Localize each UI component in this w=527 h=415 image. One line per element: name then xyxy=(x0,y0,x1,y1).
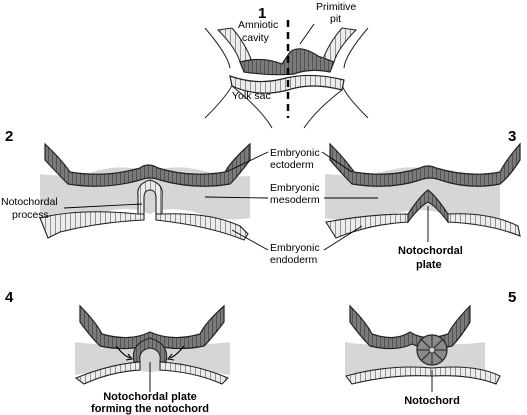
panel-1-number: 1 xyxy=(258,5,266,22)
label-notochordal-process-2: process xyxy=(12,209,49,221)
label-primitive-pit-2: pit xyxy=(330,13,341,25)
label-mesoderm-1: Embryonic xyxy=(270,182,320,194)
leader-endoderm-right xyxy=(323,225,363,251)
panel-1-outer-left-bottom xyxy=(204,84,233,119)
label-forming-2: forming the notochord xyxy=(91,403,209,415)
leader-ectoderm-left xyxy=(225,151,269,173)
panel-3-number: 3 xyxy=(508,128,516,145)
panel-1-outer-left-top xyxy=(204,27,231,69)
panel-3-endoderm-right xyxy=(447,213,521,237)
panel-1-outer-right-bottom xyxy=(341,84,369,119)
panel-5-notochord-center xyxy=(428,346,436,354)
panel-2-number: 2 xyxy=(5,128,13,145)
label-endoderm-2: endoderm xyxy=(270,254,318,266)
label-endoderm-1: Embryonic xyxy=(270,242,320,254)
label-notochordal-plate-1: Notochordal xyxy=(398,245,463,257)
label-ectoderm-1: Embryonic xyxy=(270,147,320,159)
panel-5-ectoderm xyxy=(349,304,471,350)
leader-primitive-pit xyxy=(299,23,315,45)
label-yolk-sac: Yolk sac xyxy=(232,90,271,102)
panel-4-arrow-right xyxy=(169,345,185,359)
panel-4: 4 Notochordal plate forming the notochor… xyxy=(5,289,230,415)
panel-4-number: 4 xyxy=(5,289,14,306)
leader-endoderm-left xyxy=(231,229,269,251)
label-amniotic-cavity-1: Amniotic xyxy=(238,19,278,31)
panel-2-endoderm-left xyxy=(39,211,145,239)
panel-1-amnion-right xyxy=(321,27,358,63)
label-notochordal-plate-2: plate xyxy=(416,259,442,271)
panel-3-ectoderm xyxy=(329,142,521,187)
label-ectoderm-2: ectoderm xyxy=(270,159,314,171)
panel-5: 5 Notochord xyxy=(345,289,516,407)
panel-4-arrow-left xyxy=(115,345,131,359)
panel-5-number: 5 xyxy=(508,289,516,306)
panel-1: 1 Amniotic cavity Primitive pit Yolk sac xyxy=(204,1,369,129)
panel-1-yolk-left-inner xyxy=(231,85,273,129)
label-amniotic-cavity-2: cavity xyxy=(242,32,270,44)
panel-2-endoderm-right xyxy=(155,213,249,241)
leader-notochordal-process xyxy=(63,203,143,209)
shared-germ-layer-labels: Embryonic ectoderm Embryonic mesoderm Em… xyxy=(204,147,378,266)
panel-5-endoderm xyxy=(345,366,501,385)
panel-3: 3 Notochordal plate xyxy=(325,128,521,271)
panel-1-outer-right-top xyxy=(343,27,369,69)
leader-mesoderm-left xyxy=(204,196,269,199)
panel-2-notochordal-process xyxy=(137,179,163,215)
panel-4-arrowhead-right xyxy=(166,353,175,361)
label-forming-1: Notochordal plate xyxy=(103,391,197,403)
panel-4-arrowhead-left xyxy=(125,353,134,361)
label-primitive-pit-1: Primitive xyxy=(316,1,356,13)
panel-4-endoderm-left xyxy=(74,361,141,385)
label-notochordal-process-1: Notochordal xyxy=(1,196,58,208)
panel-4-ectoderm xyxy=(79,304,225,350)
label-notochord: Notochord xyxy=(404,395,460,407)
leader-ectoderm-right xyxy=(321,151,353,173)
panel-1-yolk-right-inner xyxy=(303,89,343,129)
panel-4-endoderm-right xyxy=(159,361,229,385)
label-mesoderm-2: mesoderm xyxy=(270,194,320,206)
panel-2: 2 Notochordal process xyxy=(1,128,251,241)
panel-2-ectoderm xyxy=(44,142,251,187)
